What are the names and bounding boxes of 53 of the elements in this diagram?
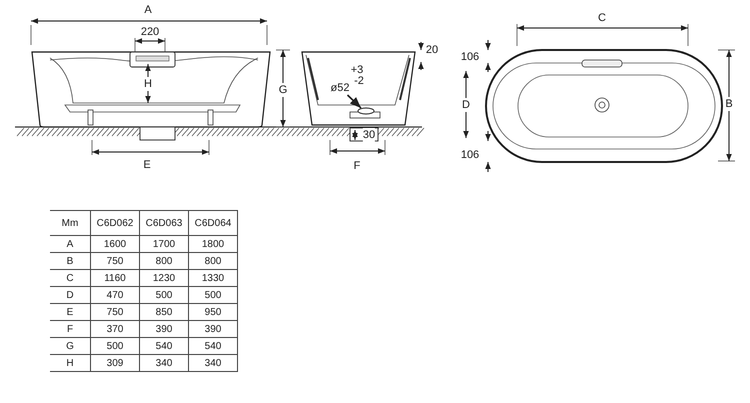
table-cell: 390 [188, 320, 238, 338]
dimension-label: C [598, 12, 606, 24]
diameter-label: ø52 [330, 82, 350, 94]
row-header-cell: B [50, 252, 90, 270]
row-header-cell: H [50, 354, 90, 372]
table-cell: 800 [188, 252, 238, 270]
table-cell: 340 [140, 354, 188, 372]
dimension-label: D [462, 98, 470, 112]
table-cell: 1330 [188, 270, 238, 286]
row-header-cell: D [50, 286, 90, 304]
header-cell: C6D062 [90, 210, 140, 236]
table-cell: 340 [188, 354, 238, 372]
leader-line [346, 94, 362, 109]
dimension-label: G [278, 83, 288, 97]
table-cell: 1800 [188, 236, 238, 252]
header-cell: Mm [50, 210, 90, 236]
table-cell: 1160 [90, 270, 140, 286]
table-cell: 370 [90, 320, 140, 338]
dimension-label: 20 [426, 44, 438, 56]
table-cell: 390 [140, 320, 188, 338]
table-cell: 500 [90, 338, 140, 354]
dimension-label: F [354, 160, 360, 172]
dimension-label: E [143, 159, 151, 171]
dimension-label: A [144, 4, 152, 16]
table-cell: 500 [188, 286, 238, 304]
table-cell: 850 [140, 304, 188, 320]
row-header-cell: G [50, 338, 90, 354]
table-cell: 750 [90, 252, 140, 270]
table-cell: 750 [90, 304, 140, 320]
header-cell: C6D064 [188, 210, 238, 236]
dimension-label: H [144, 77, 152, 91]
dimension-label: -2 [354, 75, 364, 87]
table-cell: 1230 [140, 270, 188, 286]
table-cell: 470 [90, 286, 140, 304]
table-cell: 309 [90, 354, 140, 372]
row-header-cell: C [50, 270, 90, 286]
table-cell: 500 [140, 286, 188, 304]
row-header-cell: A [50, 236, 90, 252]
table-cell: 800 [140, 252, 188, 270]
header-cell: C6D063 [140, 210, 188, 236]
dimension-label: B [725, 97, 733, 111]
table-cell: 950 [188, 304, 238, 320]
row-header-cell: F [50, 320, 90, 338]
table-cell: 1700 [140, 236, 188, 252]
dimension-label: 220 [140, 26, 160, 38]
dimension-label: 30 [362, 128, 376, 142]
table-cell: 540 [140, 338, 188, 354]
dimension-label: +3 [350, 64, 364, 76]
table-cell: 540 [188, 338, 238, 354]
dimension-label: 106 [460, 149, 480, 161]
row-header-cell: E [50, 304, 90, 320]
table-cell: 1600 [90, 236, 140, 252]
dimension-label: 106 [460, 51, 480, 63]
